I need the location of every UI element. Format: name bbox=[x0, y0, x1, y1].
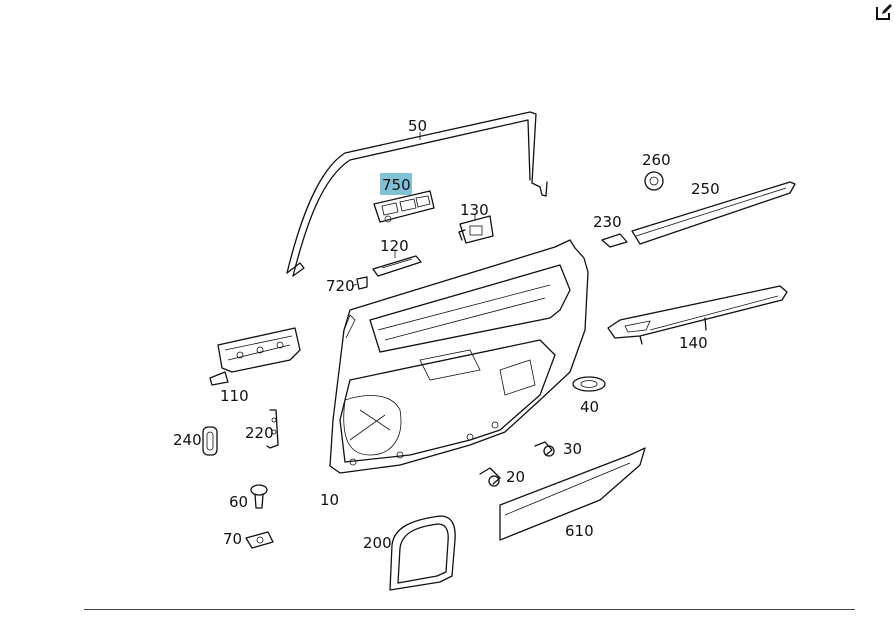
part-110-lock[interactable] bbox=[209, 327, 301, 386]
edit-icon[interactable] bbox=[874, 2, 894, 22]
part-750-switch[interactable] bbox=[373, 190, 435, 223]
part-20-clip[interactable] bbox=[479, 467, 501, 487]
part-200-seal[interactable] bbox=[389, 515, 456, 591]
callout-110[interactable]: 110 bbox=[220, 387, 249, 405]
bottom-divider bbox=[84, 609, 855, 610]
part-720-clip[interactable] bbox=[356, 276, 368, 290]
callout-30[interactable]: 30 bbox=[563, 440, 582, 458]
leader-lines bbox=[351, 132, 476, 287]
part-70-nut[interactable] bbox=[245, 531, 274, 549]
callout-720[interactable]: 720 bbox=[326, 277, 355, 295]
callout-70[interactable]: 70 bbox=[223, 530, 242, 548]
part-240-grommet[interactable] bbox=[202, 426, 218, 456]
callout-120[interactable]: 120 bbox=[380, 237, 409, 255]
highlight-750 bbox=[380, 173, 412, 195]
part-30-screw[interactable] bbox=[534, 441, 555, 457]
callout-610[interactable]: 610 bbox=[565, 522, 594, 540]
part-260-cap[interactable] bbox=[644, 171, 664, 191]
callout-40[interactable]: 40 bbox=[580, 398, 599, 416]
callout-20[interactable]: 20 bbox=[506, 468, 525, 486]
callout-750[interactable]: 750 bbox=[382, 176, 411, 194]
part-50-window-frame[interactable] bbox=[286, 111, 548, 277]
callout-50[interactable]: 50 bbox=[408, 117, 427, 135]
part-230-pad[interactable] bbox=[601, 233, 628, 248]
callout-130[interactable]: 130 bbox=[460, 201, 489, 219]
part-250-trim-strip[interactable] bbox=[631, 181, 796, 245]
part-120-handle[interactable] bbox=[372, 255, 422, 277]
callout-260[interactable]: 260 bbox=[642, 151, 671, 169]
callout-10[interactable]: 10 bbox=[320, 491, 339, 509]
part-40-grille[interactable] bbox=[572, 376, 606, 392]
callout-220[interactable]: 220 bbox=[245, 424, 274, 442]
callout-250[interactable]: 250 bbox=[691, 180, 720, 198]
callout-60[interactable]: 60 bbox=[229, 493, 248, 511]
callout-230[interactable]: 230 bbox=[593, 213, 622, 231]
part-10-door-panel[interactable] bbox=[329, 239, 589, 474]
part-140-armrest[interactable] bbox=[607, 285, 788, 345]
part-60-pin[interactable] bbox=[250, 484, 268, 509]
callout-240[interactable]: 240 bbox=[173, 431, 202, 449]
part-610-lower-trim[interactable] bbox=[499, 447, 646, 541]
callout-140[interactable]: 140 bbox=[679, 334, 708, 352]
part-220-rod[interactable] bbox=[266, 409, 279, 449]
callout-200[interactable]: 200 bbox=[363, 534, 392, 552]
part-130-bracket[interactable] bbox=[458, 215, 494, 244]
